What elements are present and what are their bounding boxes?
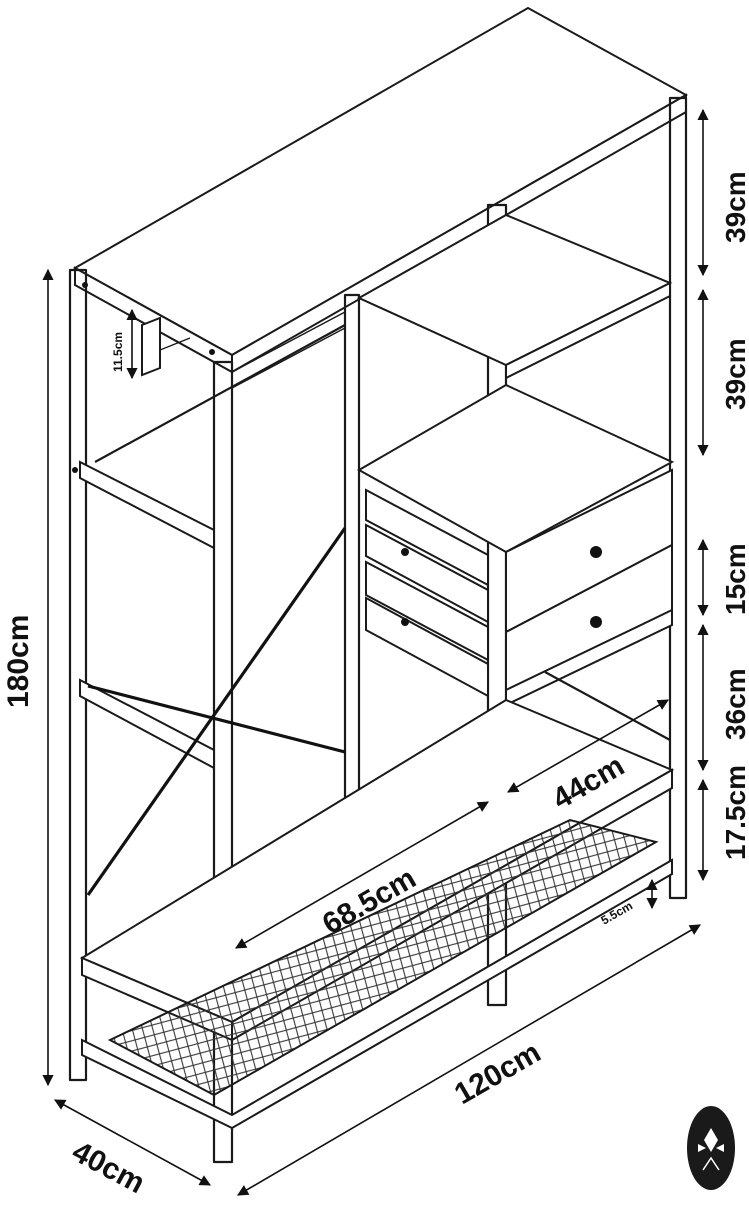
height-label: 180cm <box>2 615 35 708</box>
drawer-knob-icon <box>590 546 602 558</box>
rail-height-label: 11.5cm <box>111 332 125 372</box>
depth-dimension-line <box>54 1099 211 1186</box>
shelf-width-right-line <box>507 699 669 793</box>
cross-brace <box>86 527 347 896</box>
left-middle-shelf <box>79 678 215 770</box>
drawer-unit <box>365 468 673 702</box>
screw-dot <box>82 282 88 288</box>
drawer-knob-icon <box>401 618 409 626</box>
left-upper-shelf <box>79 324 346 550</box>
width-label: 120cm <box>449 1036 546 1111</box>
brand-logo-icon <box>687 1106 735 1190</box>
drawer-knob-icon <box>401 548 409 556</box>
drawer-height-label: 15cm <box>720 543 749 615</box>
screw-dot <box>72 467 78 473</box>
screw-dot <box>209 349 215 355</box>
hanger-rail <box>141 311 346 389</box>
shelf-gap-1-label: 39cm <box>720 171 749 243</box>
right-mid-shelf <box>356 383 675 554</box>
shelf-width-left-line <box>235 801 489 949</box>
drawer-knob-icon <box>590 616 602 628</box>
shelf-gap-2-label: 39cm <box>720 338 749 410</box>
right-top-shelf <box>356 213 673 380</box>
shelf-gap-3-label: 36cm <box>720 668 749 740</box>
shelf-gap-4-label: 17.5cm <box>720 765 749 860</box>
width-dimension-line <box>237 924 701 1196</box>
